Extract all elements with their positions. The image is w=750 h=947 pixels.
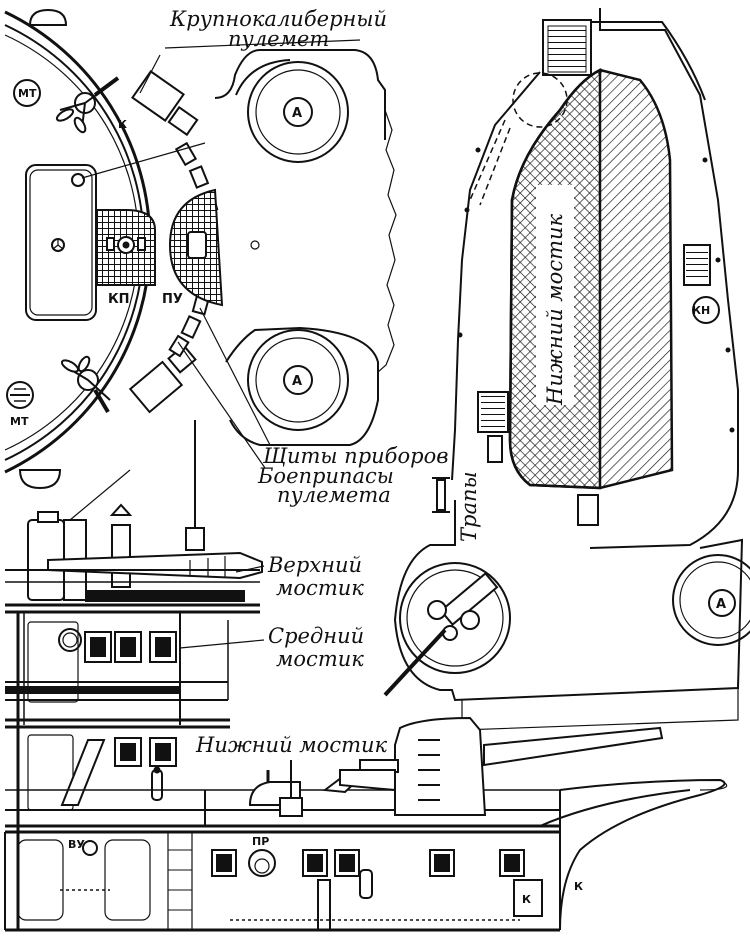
- top-vent-bump: [28, 8, 68, 26]
- caption-upper-bridge-2: мостик: [276, 576, 364, 600]
- mount-a-right: [708, 589, 736, 617]
- deck-gun-plan: [383, 572, 499, 697]
- main-gun-barrel: [483, 726, 664, 767]
- caption-heavy-mg-1: Крупнокалиберный: [169, 7, 387, 31]
- mount-a-top: [283, 97, 313, 127]
- label-vu: ВУ: [68, 838, 85, 851]
- fan-rotor-top: [55, 76, 120, 134]
- label-pr: ПР: [252, 835, 269, 848]
- mast-post: [111, 524, 131, 588]
- gun-platform-plan: МТ МТ К: [4, 8, 361, 490]
- door-right: [104, 839, 151, 921]
- label-a-bottom: А: [292, 374, 302, 389]
- k-box: [513, 879, 543, 917]
- main-gun-turret: [394, 716, 487, 816]
- bottom-vent-bump: [18, 469, 62, 490]
- caption-panels: Щиты приборов: [262, 444, 448, 468]
- kn-circle: [692, 296, 720, 324]
- gun-turret-circle: [399, 562, 511, 674]
- caption-middle-bridge-1: Средний: [268, 624, 364, 648]
- caption-heavy-mg-2: пулемет: [228, 27, 329, 51]
- label-kp: КП: [108, 292, 130, 307]
- fan-rotor-bottom: [60, 355, 111, 414]
- side-elevation: ВУ ПР К К: [4, 420, 728, 932]
- label-pu: ПУ: [162, 292, 183, 307]
- label-k-platform: К: [118, 118, 127, 131]
- label-k-bow: К: [574, 880, 583, 893]
- door-left: [17, 839, 64, 921]
- label-a-top: А: [292, 106, 302, 121]
- ladder-mark: [436, 479, 446, 511]
- mount-a-bottom: [283, 365, 313, 395]
- caption-ammo-2: пулемета: [277, 483, 391, 507]
- label-kn: КН: [692, 304, 710, 317]
- ammo-box-bottom: [128, 360, 184, 414]
- porthole-middle: [58, 628, 82, 652]
- mt-top-circle: [13, 79, 41, 107]
- lower-bridge-vertical-caption: Нижний мостик: [543, 213, 567, 406]
- caption-ammo-1: Боеприпасы: [257, 464, 394, 488]
- caption-upper-bridge-1: Верхний: [267, 553, 362, 577]
- label-mt-top: МТ: [18, 87, 37, 100]
- pr-circle: [248, 849, 276, 877]
- ladders-caption: Трапы: [457, 471, 481, 542]
- caption-middle-bridge-2: мостик: [276, 647, 364, 671]
- label-k-box: К: [522, 893, 531, 906]
- deck-outline-a-mounts: А А: [214, 49, 397, 446]
- label-a-right: А: [716, 597, 726, 612]
- ladder-diagonal: [60, 739, 106, 806]
- captions: Крупнокалиберный пулемет Щиты приборов Б…: [169, 7, 448, 757]
- label-mt-bottom: МТ: [10, 415, 29, 428]
- caption-lower-bridge: Нижний мостик: [195, 733, 388, 757]
- lower-bridge-plan: Нижний мостик КН Трапы А: [383, 8, 750, 731]
